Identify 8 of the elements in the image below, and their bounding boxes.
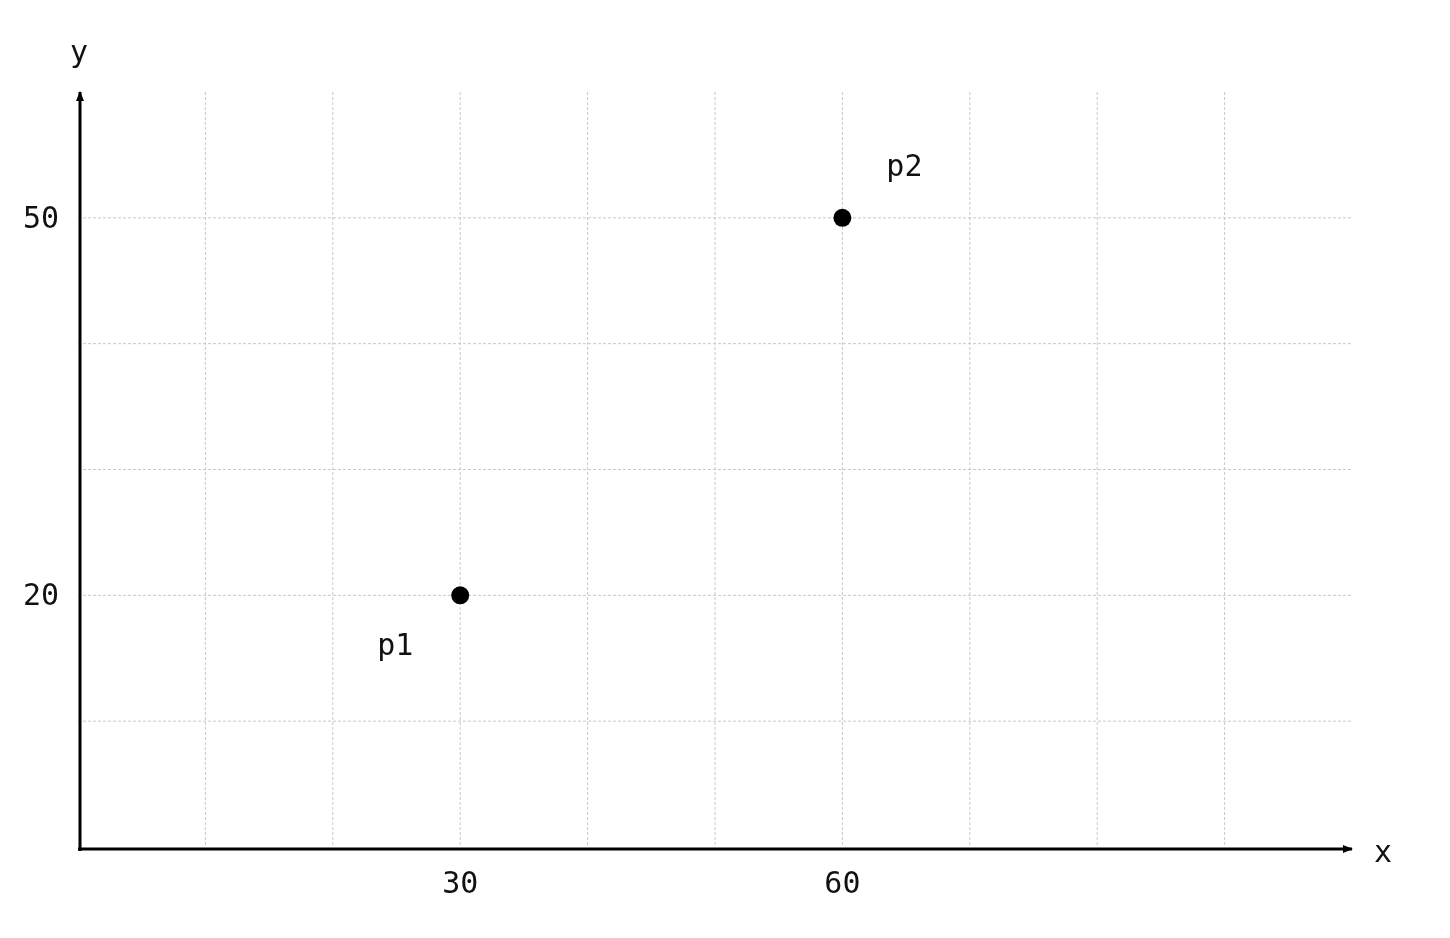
y-axis-label: y <box>69 37 89 67</box>
y-tick-label: 50 <box>22 202 60 233</box>
x-tick-label: 60 <box>824 868 861 898</box>
y-tick-label: 20 <box>22 580 60 611</box>
point-label: p2 <box>886 150 923 181</box>
x-axis-label: x <box>1373 837 1393 867</box>
point-label: p1 <box>377 630 414 661</box>
x-tick-label: 30 <box>442 868 479 898</box>
